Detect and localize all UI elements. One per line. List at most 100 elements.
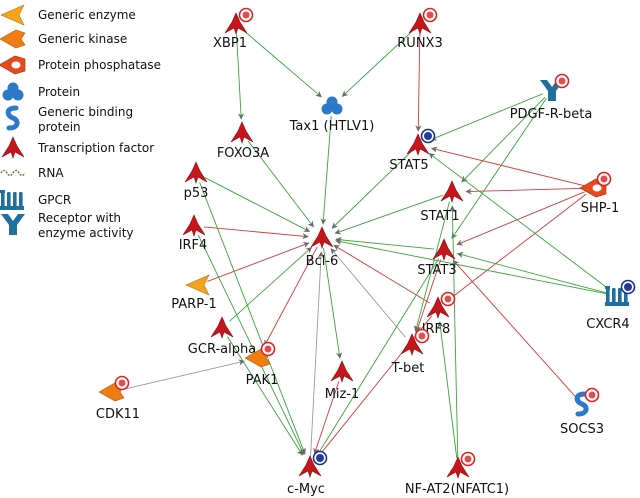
node-foxo3a[interactable]: FOXO3A — [217, 121, 269, 161]
node-cmyc[interactable]: c-Myc — [287, 450, 328, 498]
transcription-factor-icon — [182, 214, 206, 237]
protein-icon — [321, 96, 343, 115]
node-label: FOXO3A — [217, 146, 269, 161]
protein-icon — [2, 82, 24, 101]
blue-status-badge — [420, 128, 436, 144]
transcription-factor-icon — [310, 226, 334, 249]
node-label: SOCS3 — [560, 422, 604, 437]
legend-item-transcription-factor: Transcription factor — [1, 136, 154, 159]
edge-SHP1-to-STAT5 — [430, 146, 585, 187]
edge-Tax1-to-Bcl6 — [320, 115, 332, 225]
node-label: PDGF-R-beta — [510, 107, 593, 122]
red-status-badge — [260, 341, 276, 357]
generic-kinase-icon — [0, 29, 26, 49]
legend-label: Protein phosphatase — [38, 58, 161, 72]
red-status-badge — [414, 328, 430, 344]
node-label: PARP-1 — [171, 297, 216, 312]
edge-STAT1-to-Bcl6 — [334, 194, 443, 235]
node-tax1[interactable]: Tax1 (HTLV1) — [289, 96, 375, 135]
legend-item-protein-phosphatase: Protein phosphatase — [0, 55, 161, 75]
transcription-factor-icon — [1, 136, 25, 159]
node-label: STAT5 — [389, 158, 428, 173]
edge-GCRalpha-to-Bcl6 — [229, 246, 313, 322]
legend-item-protein: Protein — [2, 82, 80, 101]
edge-cMyc-to-Bcl6 — [310, 251, 325, 458]
edge-STAT5-to-Bcl6 — [331, 151, 412, 229]
edge-NFAT2-to-IRF8 — [437, 321, 458, 459]
node-label: Miz-1 — [325, 387, 360, 402]
node-nfat2[interactable]: NF-AT2(NFATC1) — [405, 451, 509, 498]
transcription-factor-icon — [446, 456, 470, 479]
edge-FOXO3A-to-Bcl6 — [247, 140, 314, 228]
red-status-badge — [596, 171, 612, 187]
edge-p53-to-cMyc — [199, 182, 306, 455]
edge-RUNX3-to-Tax1 — [341, 30, 413, 97]
edge-IRF8-to-Bcl6 — [333, 244, 430, 304]
node-label: STAT3 — [417, 263, 456, 278]
legend-item-generic-enzyme: Generic enzyme — [0, 4, 136, 26]
node-label: IRF4 — [179, 238, 208, 253]
node-pak1[interactable]: PAK1 — [244, 341, 278, 389]
edge-RUNX3-to-STAT5 — [415, 33, 422, 132]
red-status-badge — [238, 7, 254, 23]
legend-label: Receptor with — [38, 211, 121, 225]
node-label: RUNX3 — [397, 36, 442, 51]
node-label: IRF8 — [422, 322, 451, 337]
node-tbet[interactable]: T-bet — [391, 328, 430, 377]
node-cdk11[interactable]: CDK11 — [96, 375, 140, 423]
protein-phosphatase-icon — [0, 55, 26, 75]
edge-SHP1-to-IRF8 — [448, 193, 587, 300]
red-status-badge — [584, 387, 600, 403]
node-gcralpha[interactable]: GCR-alpha — [188, 316, 256, 357]
node-miz1[interactable]: Miz-1 — [325, 360, 360, 402]
edge-STAT3-to-cMyc — [316, 258, 440, 456]
node-stat1[interactable]: STAT1 — [420, 180, 464, 224]
red-status-badge — [114, 375, 130, 391]
transcription-factor-icon — [408, 12, 432, 35]
edge-PARP1-to-Bcl6 — [207, 242, 310, 282]
edge-STAT1-to-Tbet — [413, 201, 450, 333]
node-p53[interactable]: p53 — [184, 161, 209, 201]
node-stat5[interactable]: STAT5 — [389, 128, 436, 174]
node-label: c-Myc — [287, 482, 325, 497]
binding-protein-icon — [574, 391, 589, 417]
node-stat3[interactable]: STAT3 — [417, 238, 457, 278]
edge-CXCR4-to-STAT5 — [428, 153, 611, 291]
node-label: Bcl-6 — [306, 254, 339, 269]
node-cxcr4[interactable]: CXCR4 — [586, 279, 636, 333]
edge-Bcl6-to-Miz1 — [323, 247, 343, 359]
node-parp1[interactable]: PARP-1 — [171, 274, 217, 312]
legend-label: GPCR — [38, 193, 71, 207]
red-status-badge — [460, 451, 476, 467]
edge-Tbet-to-Bcl6 — [330, 248, 406, 338]
legend-label: Transcription factor — [37, 141, 154, 155]
node-irf8[interactable]: IRF8 — [422, 291, 456, 338]
edge-GCRalpha-to-cMyc — [226, 336, 303, 456]
transcription-factor-icon — [400, 333, 424, 356]
node-label: NF-AT2(NFATC1) — [405, 482, 509, 497]
node-runx3[interactable]: RUNX3 — [397, 7, 443, 52]
node-bcl6[interactable]: Bcl-6 — [306, 226, 339, 269]
node-xbp1[interactable]: XBP1 — [213, 7, 254, 52]
generic-enzyme-icon — [185, 274, 210, 296]
node-irf4[interactable]: IRF4 — [179, 214, 208, 253]
edge-SHP1-to-STAT1 — [465, 187, 585, 195]
node-pdgfrb[interactable]: PDGF-R-beta — [510, 73, 593, 123]
node-socs3[interactable]: SOCS3 — [560, 387, 604, 438]
legend-label: Generic binding — [38, 105, 133, 119]
legend-label: protein — [38, 120, 81, 134]
legend-item-generic-kinase: Generic kinase — [0, 29, 127, 49]
transcription-factor-icon — [440, 180, 464, 203]
node-label: T-bet — [391, 361, 425, 376]
red-status-badge — [554, 73, 570, 89]
edge-PDGFRB-to-STAT1 — [461, 96, 546, 183]
transcription-factor-icon — [432, 238, 456, 261]
binding-protein-icon — [5, 105, 20, 131]
node-shp1[interactable]: SHP-1 — [579, 171, 619, 217]
legend-label: Generic kinase — [38, 32, 127, 46]
